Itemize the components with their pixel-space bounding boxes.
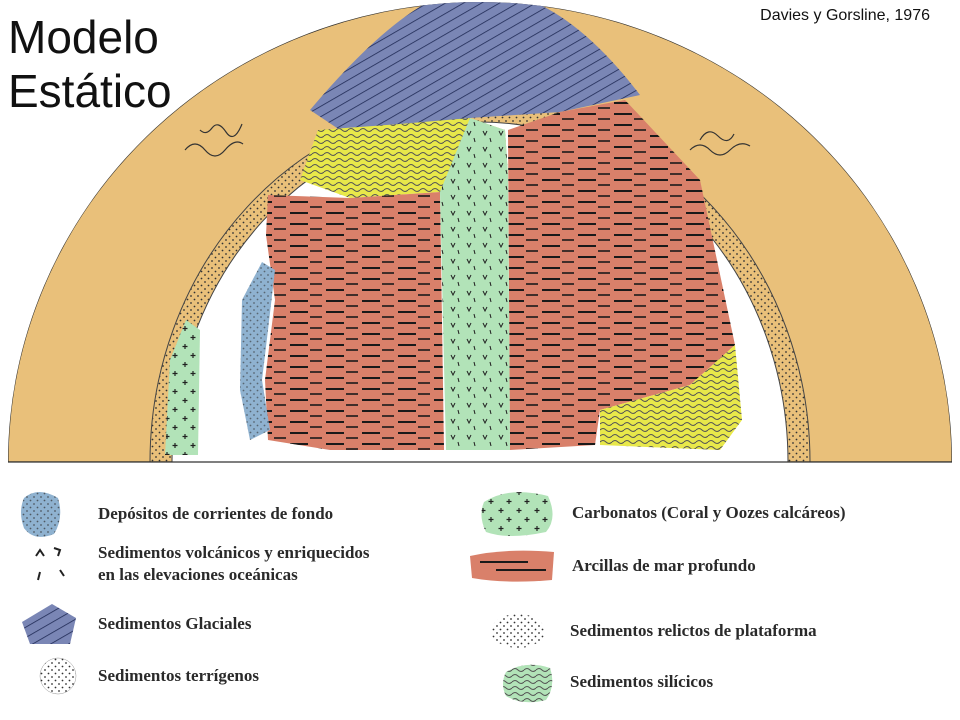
river-west <box>184 123 244 157</box>
legend-label-bottom-current: Depósitos de corrientes de fondo <box>98 504 334 523</box>
legend-item-relict-shelf: Sedimentos relictos de plataforma <box>488 610 817 652</box>
legend-label-silicic: Sedimentos silícicos <box>570 672 714 691</box>
citation: Davies y Gorsline, 1976 <box>760 7 930 24</box>
legend-swatch-relict-shelf <box>491 614 545 648</box>
legend-item-terrigenous: Sedimentos terrígenos <box>36 654 259 698</box>
legend-swatch-bottom-current <box>21 492 61 537</box>
legend-label-volcanic-line-2: en las elevaciones oceánicas <box>98 565 298 584</box>
legend-label-terrigenous: Sedimentos terrígenos <box>98 666 260 685</box>
title-line-1: Modelo <box>8 11 159 63</box>
river-east <box>689 131 751 156</box>
legend-label-glacial: Sedimentos Glaciales <box>98 614 252 633</box>
legend-label-carbonate: Carbonatos (Coral y Oozes calcáreos) <box>572 503 846 522</box>
legend-swatch-glacial <box>22 604 76 644</box>
legend-item-deep-clay: Arcillas de mar profundo <box>466 548 756 584</box>
diagram-title: Modelo Estático <box>8 10 172 118</box>
legend-label-volcanic-line-1: Sedimentos volcánicos y enriquecidos <box>98 543 370 562</box>
legend-swatch-carbonate <box>481 492 553 536</box>
legend-swatch-terrigenous <box>39 657 77 695</box>
legend-item-bottom-current: Depósitos de corrientes de fondo <box>18 488 333 540</box>
legend-label-volcanic: Sedimentos volcánicos y enriquecidos en … <box>98 542 370 586</box>
legend-swatch-deep-clay <box>470 550 554 582</box>
legend-item-volcanic: Sedimentos volcánicos y enriquecidos en … <box>30 542 370 586</box>
legend-item-carbonate: Carbonatos (Coral y Oozes calcáreos) <box>478 488 846 538</box>
legend-swatch-volcanic <box>35 547 65 581</box>
legend-label-deep-clay: Arcillas de mar profundo <box>572 556 756 575</box>
legend-swatch-silicic <box>503 664 553 703</box>
sediment-distribution-diagram <box>8 2 952 463</box>
legend-item-silicic: Sedimentos silícicos <box>500 660 713 704</box>
legend-item-glacial: Sedimentos Glaciales <box>18 600 251 648</box>
title-line-2: Estático <box>8 65 172 117</box>
legend-label-relict-shelf: Sedimentos relictos de plataforma <box>570 621 817 640</box>
